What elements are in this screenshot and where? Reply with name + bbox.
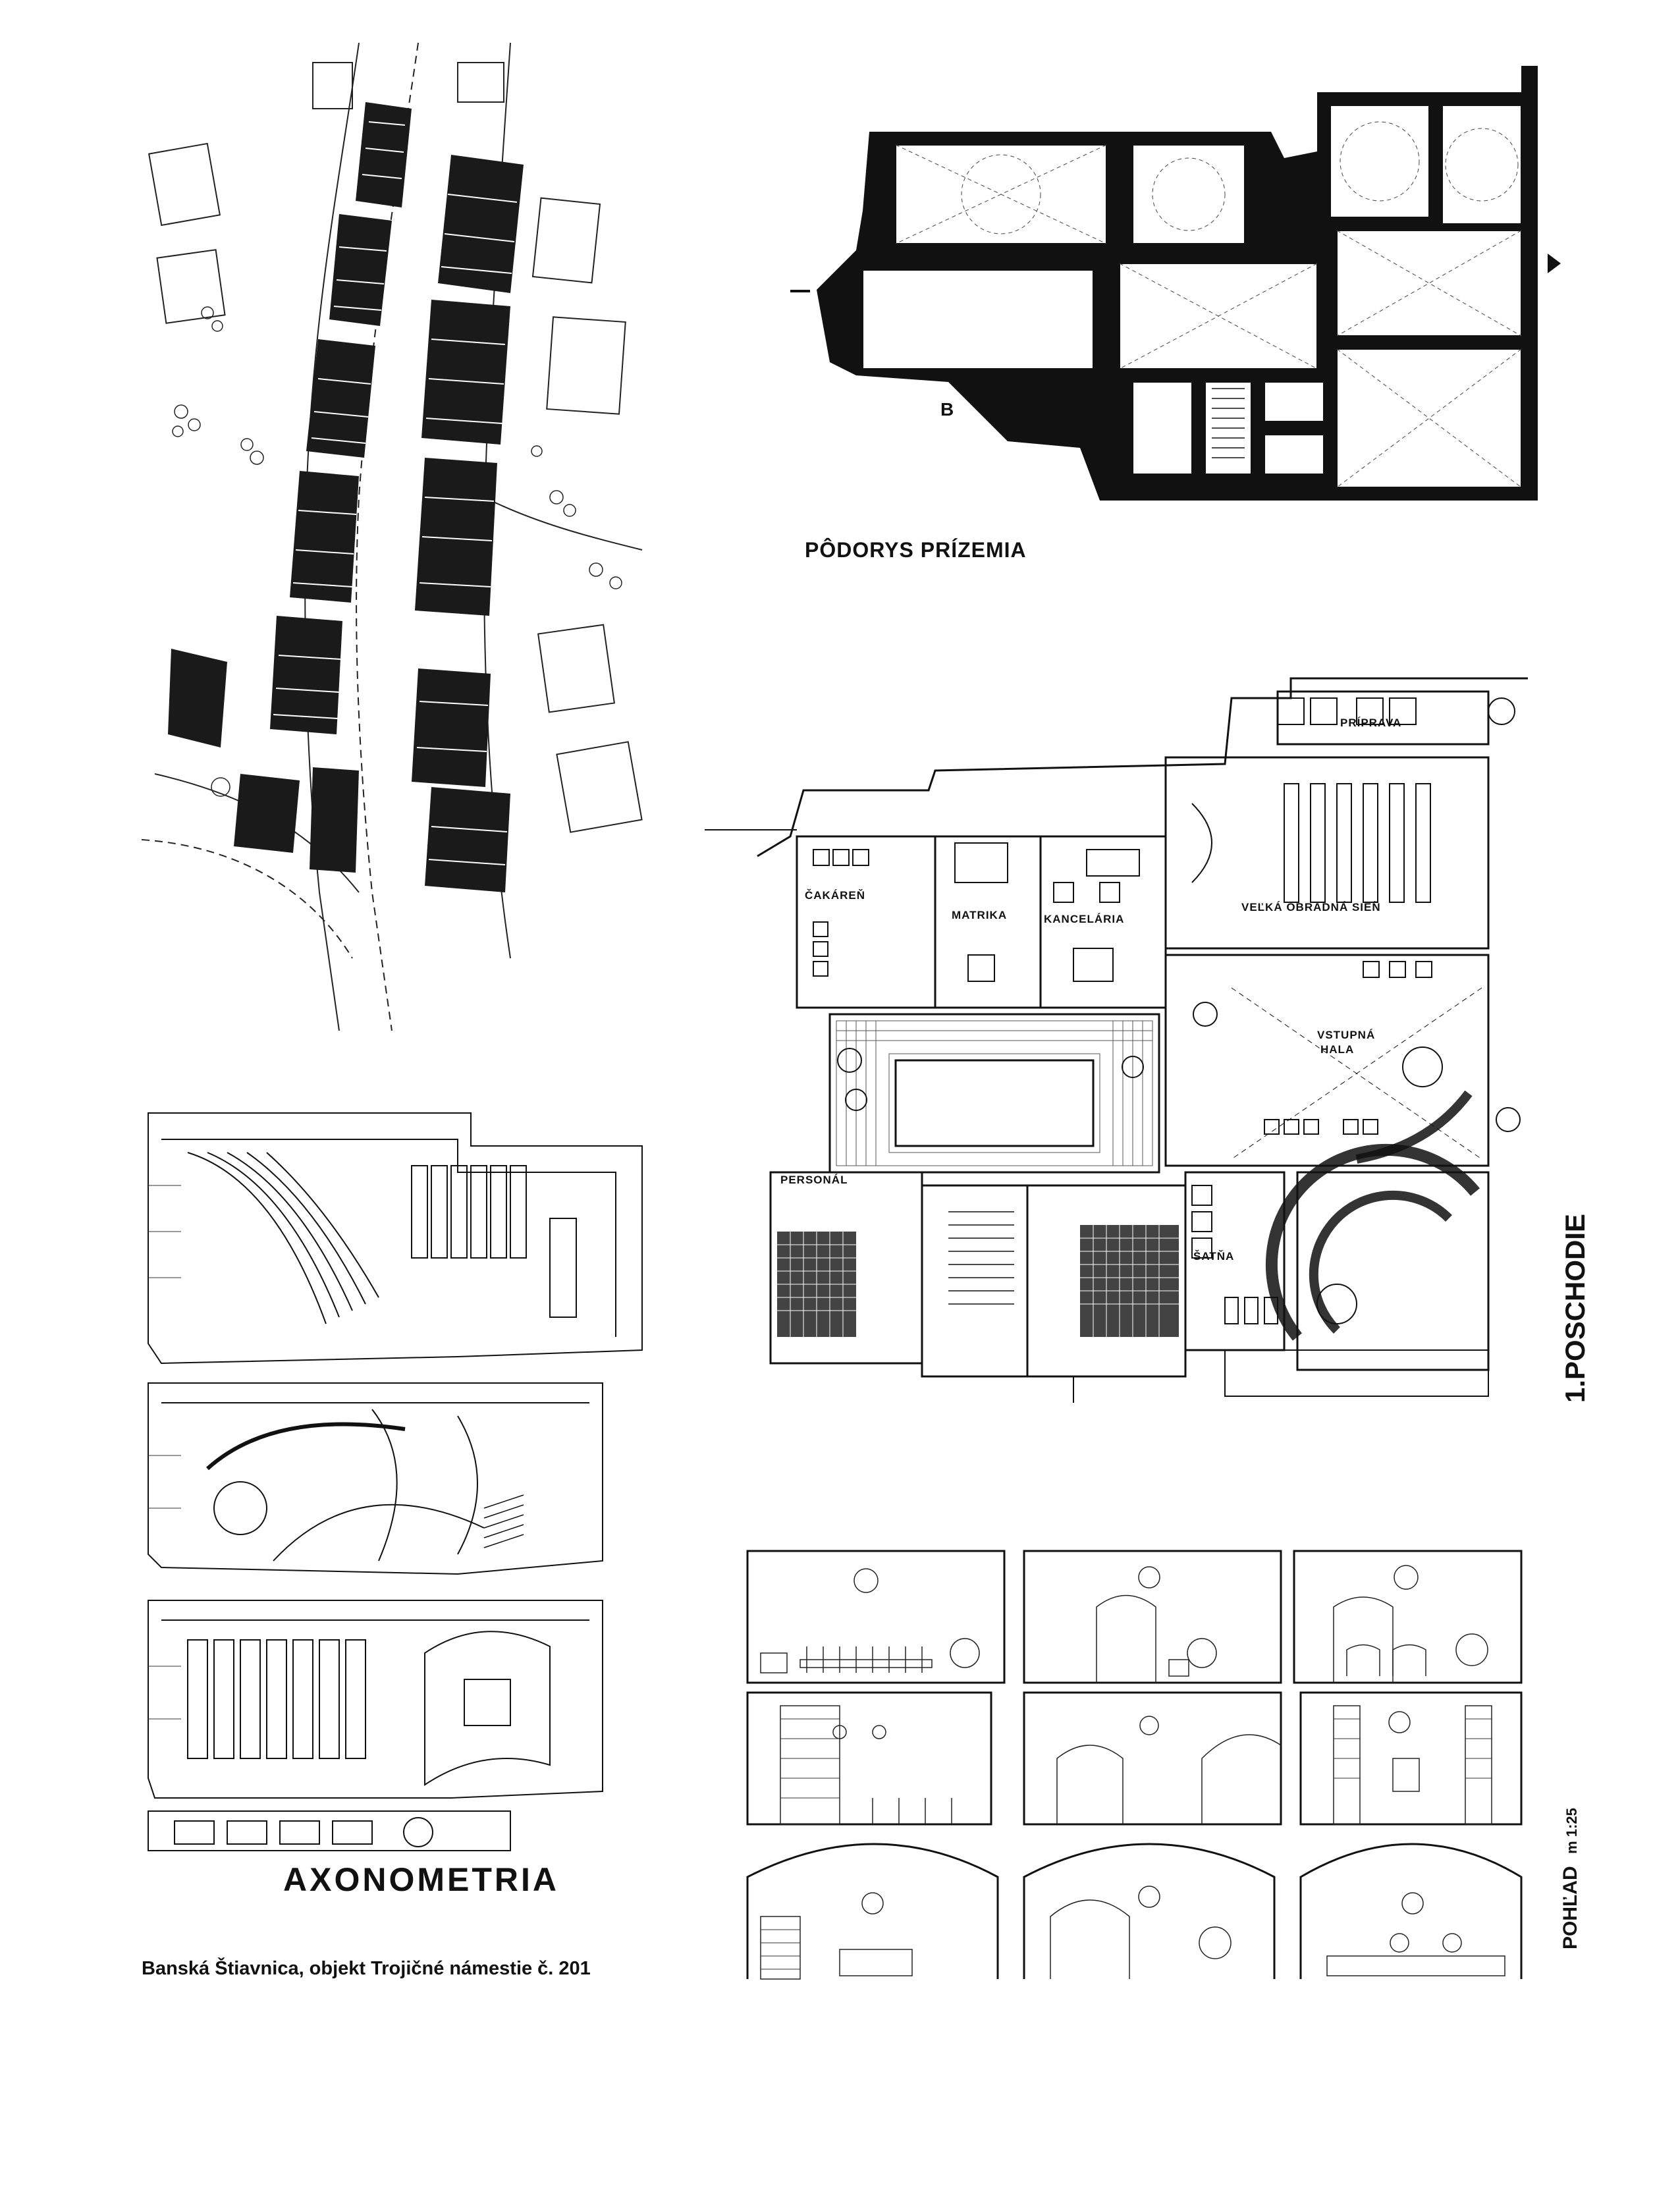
section-marker-b: B [940, 399, 954, 420]
axonometry-drawing [142, 1100, 668, 1857]
room-label-matrika: MATRIKA [952, 909, 1008, 921]
ground-floor-title: PÔDORYS PRÍZEMIA [805, 538, 1027, 562]
ground-floor-plan: B [790, 53, 1581, 527]
room-label-vstupna: VSTUPNÁ [1317, 1029, 1376, 1041]
elevations-title: POHĽAD m 1:25 [1559, 1808, 1582, 1949]
room-label-obradna-sien: VEĽKÁ OBRADNÁ SIEŇ [1241, 901, 1381, 913]
figure-caption: Banská Štiavnica, objekt Trojičné námest… [142, 1958, 591, 1979]
room-label-satna: ŠATŇA [1193, 1250, 1235, 1263]
elevations-label: POHĽAD [1559, 1866, 1581, 1949]
site-plan [142, 36, 668, 1031]
room-label-personal: PERSONÁL [780, 1174, 848, 1186]
axonometry-title: AXONOMETRIA [283, 1861, 559, 1898]
first-floor-plan: ČAKÁREŇ MATRIKA KANCELÁRIA PRÍPRAVA VEĽK… [705, 672, 1528, 1409]
first-floor-title: 1.POSCHODIE [1559, 1213, 1590, 1403]
room-label-kancelaria: KANCELÁRIA [1044, 913, 1125, 925]
room-label-cakaren: ČAKÁREŇ [805, 889, 865, 902]
elevations-scale: m 1:25 [1563, 1808, 1580, 1854]
room-label-priprava: PRÍPRAVA [1340, 717, 1402, 729]
elevations-sheet [741, 1548, 1531, 1982]
room-label-hala: HALA [1320, 1043, 1355, 1056]
